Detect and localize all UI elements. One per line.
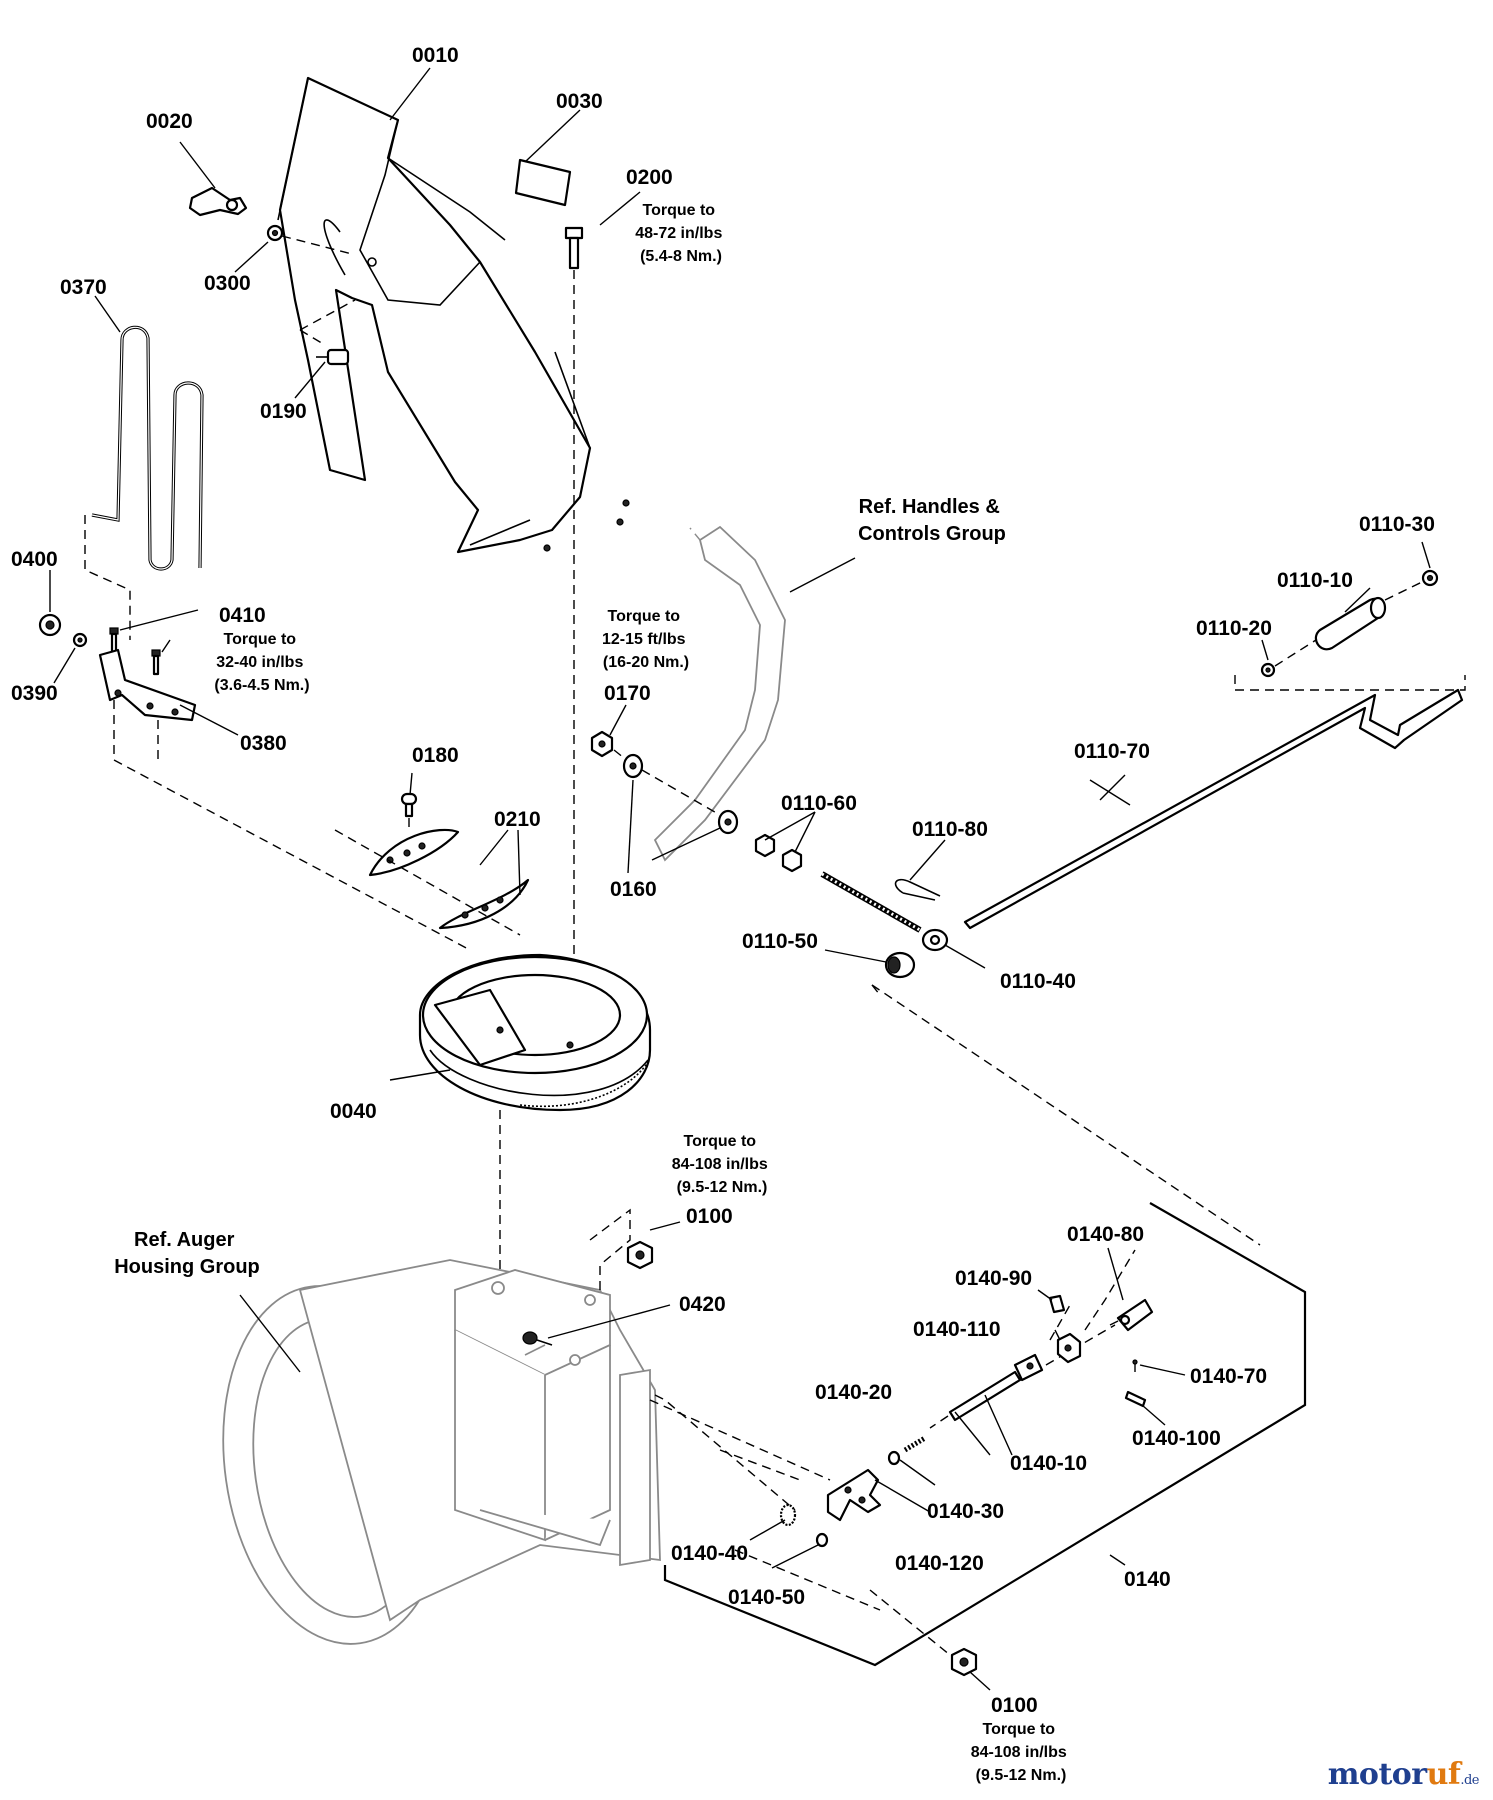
torque-note-0100-upper: Torque to 84-108 in/lbs (9.5-12 Nm.): [672, 1133, 773, 1196]
label-0110-40: 0110-40: [1000, 970, 1076, 993]
label-0110-20: 0110-20: [1196, 617, 1272, 640]
part-labels: 0010 0020 0030 0200 0300 0370 0190 0400 …: [11, 44, 1435, 1717]
gear-0140-40: [779, 1503, 797, 1527]
label-0100-lower: 0100: [991, 1694, 1038, 1717]
label-0210: 0210: [494, 808, 541, 831]
label-0380: 0380: [240, 732, 287, 755]
label-0140-70: 0140-70: [1190, 1365, 1267, 1388]
rod-0370: [91, 325, 204, 571]
label-0420: 0420: [679, 1293, 726, 1316]
torque-note-0200: Torque to 48-72 in/lbs (5.4-8 Nm.): [635, 202, 727, 265]
label-0110-70: 0110-70: [1074, 740, 1150, 763]
label-0110-60: 0110-60: [781, 792, 857, 815]
block-0140-110: [1056, 1332, 1082, 1364]
clevis-0140-80: [1116, 1298, 1154, 1332]
label-0110-10: 0110-10: [1277, 569, 1353, 592]
label-0400: 0400: [11, 548, 58, 571]
ring-gear-0040: [418, 953, 652, 1112]
torque-note-0100-lower: Torque to 84-108 in/lbs (9.5-12 Nm.): [971, 1721, 1072, 1784]
crank-rod-0110-70: [963, 688, 1464, 930]
label-0140: 0140: [1124, 1568, 1171, 1591]
screw-0420: [522, 1331, 553, 1346]
knob-0020: [188, 186, 248, 217]
pulley-0110-50: [884, 951, 916, 979]
group-bracket-0140: [663, 1202, 1307, 1667]
label-0140-20: 0140-20: [815, 1381, 892, 1404]
pin-0140-70: [1132, 1359, 1138, 1372]
torque-note-0170: Torque to 12-15 ft/lbs (16-20 Nm.): [602, 608, 690, 671]
handles-controls-ref: [653, 525, 786, 862]
annotations: Torque to 48-72 in/lbs (5.4-8 Nm.) Torqu…: [114, 202, 1072, 1784]
ref-handles-controls: Ref. Handles & Controls Group: [858, 496, 1006, 545]
label-0140-10: 0140-10: [1010, 1452, 1087, 1475]
label-0190: 0190: [260, 400, 307, 423]
label-plate-0030: [514, 158, 572, 207]
label-0370: 0370: [60, 276, 107, 299]
label-0100-upper: 0100: [686, 1205, 733, 1228]
label-0110-80: 0110-80: [912, 818, 988, 841]
washer-0140-30: [887, 1450, 901, 1466]
nut-0100-upper: [626, 1240, 654, 1270]
label-0410: 0410: [219, 604, 266, 627]
label-0140-120: 0140-120: [895, 1552, 984, 1575]
clip-0110-80: [894, 878, 941, 901]
plate-0210: [368, 828, 530, 930]
label-0010: 0010: [412, 44, 459, 67]
bolt-0200: [564, 226, 584, 270]
label-0140-90: 0140-90: [955, 1267, 1032, 1290]
pin-0140-90: [1048, 1294, 1066, 1314]
label-0140-50: 0140-50: [728, 1586, 805, 1609]
label-0040: 0040: [330, 1100, 377, 1123]
spring-0140-20: [903, 1435, 927, 1453]
pin-0140-100: [1124, 1390, 1147, 1408]
label-0140-100: 0140-100: [1132, 1427, 1221, 1450]
watermark-logo: motoruf.de: [1327, 1757, 1480, 1792]
rod-0140-10: [929, 1353, 1044, 1429]
nut-0170: [590, 730, 614, 758]
chute-0010: [277, 76, 630, 554]
label-0140-110: 0140-110: [913, 1318, 1001, 1341]
nuts-0110-60: [754, 833, 803, 873]
bracket-0380: [98, 648, 197, 722]
nut-0100-lower: [950, 1647, 978, 1677]
ref-auger-housing: Ref. Auger Housing Group: [114, 1229, 260, 1278]
label-0170: 0170: [604, 682, 651, 705]
leader-lines: [49, 67, 1431, 1691]
grip-0110-10: [1314, 596, 1387, 651]
lever-0140-120: [826, 1468, 882, 1522]
screw-0180: [400, 792, 418, 818]
label-0110-50: 0110-50: [742, 930, 818, 953]
label-0110-30: 0110-30: [1359, 513, 1435, 536]
label-0140-30: 0140-30: [927, 1500, 1004, 1523]
label-0140-80: 0140-80: [1067, 1223, 1144, 1246]
label-0020: 0020: [146, 110, 193, 133]
eyebolt-0110-40: [820, 871, 949, 952]
washer-0140-50: [815, 1532, 829, 1548]
label-0390: 0390: [11, 682, 58, 705]
torque-note-0410: Torque to 32-40 in/lbs (3.6-4.5 Nm.): [214, 631, 309, 694]
label-0030: 0030: [556, 90, 603, 113]
auger-housing-ref: [222, 1259, 661, 1645]
label-0200: 0200: [626, 166, 673, 189]
label-0180: 0180: [412, 744, 459, 767]
screw-0190: [316, 348, 350, 366]
label-0140-40: 0140-40: [671, 1542, 748, 1565]
label-0160: 0160: [610, 878, 657, 901]
label-0300: 0300: [204, 272, 251, 295]
